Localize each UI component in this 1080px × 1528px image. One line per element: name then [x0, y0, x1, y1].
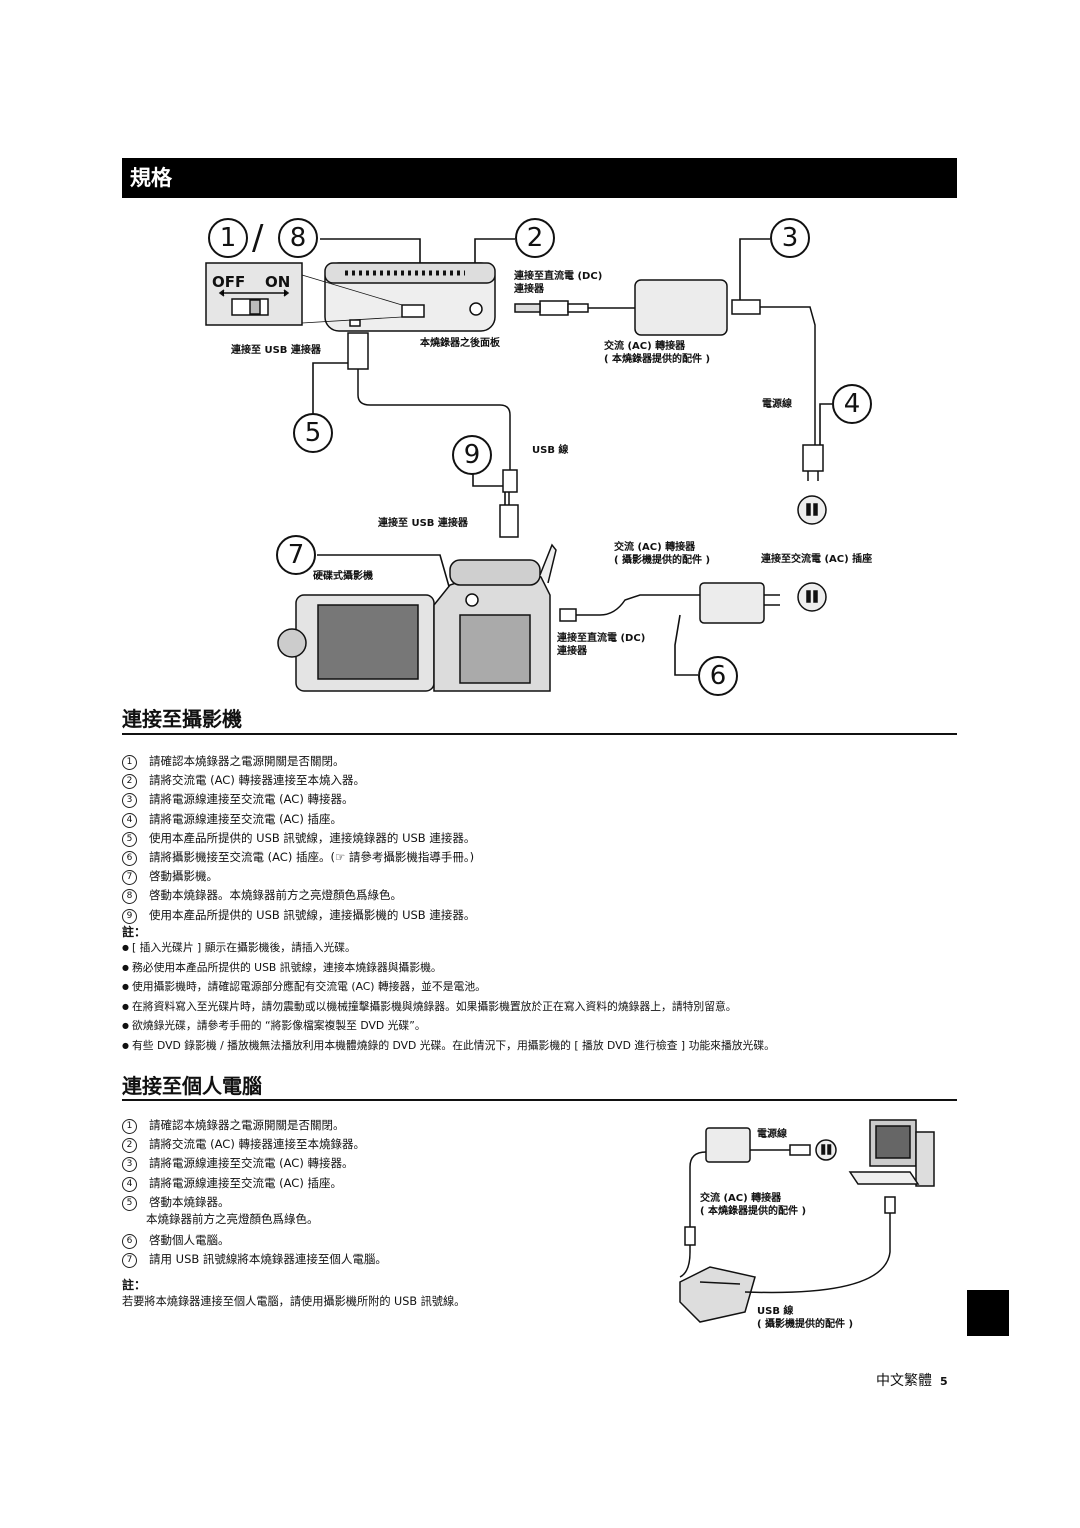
note-item: 務必使用本產品所提供的 USB 訊號線，連接本燒錄器與攝影機。: [122, 959, 775, 979]
note-item: 有些 DVD 錄影機 / 播放機無法播放利用本機體燒錄的 DVD 光碟。在此情況…: [122, 1037, 775, 1057]
switch-on-label: ON: [265, 273, 291, 291]
label-usb-connector-mid: 連接至 USB 連接器: [378, 518, 468, 529]
switch-off-label: OFF: [212, 273, 246, 291]
page-footer: 中文繁體 5: [876, 1372, 948, 1391]
label-ac-outlet: 連接至交流電 (AC) 插座: [761, 554, 873, 565]
marker-slash: /: [252, 218, 264, 258]
pc-label-ac-adapter: 交流 (AC) 轉接器 ( 本燒錄器提供的配件 ): [700, 1193, 807, 1217]
section-title-pc: 連接至個人電腦: [122, 1074, 262, 1098]
camera-notes: [ 插入光碟片 ] 顯示在攝影機後，請插入光碟。 務必使用本產品所提供的 USB…: [122, 939, 775, 1056]
label-dc-connector-top: 連接至直流電 (DC) 連接器: [514, 271, 603, 295]
note-item: 使用攝影機時，請確認電源部分應配有交流電 (AC) 轉接器，並不是電池。: [122, 978, 775, 998]
marker-1: 1: [208, 218, 248, 258]
section-title-camera: 連接至攝影機: [122, 707, 242, 731]
marker-5: 5: [293, 413, 333, 453]
page-side-tab: [967, 1290, 1009, 1336]
label-dc-connector-bottom: 連接至直流電 (DC) 連接器: [557, 633, 646, 657]
label-usb-connector-left: 連接至 USB 連接器: [231, 345, 321, 356]
connection-diagram-camera: [205, 238, 832, 692]
label-power-cord: 電源線: [762, 399, 792, 410]
section-rule-pc: [122, 1099, 957, 1101]
marker-8: 8: [278, 218, 318, 258]
label-camcorder: 硬碟式攝影機: [313, 571, 373, 582]
note-text-pc: 若要將本燒錄器連接至個人電腦，請使用攝影機所附的 USB 訊號線。: [122, 1295, 466, 1308]
label-rear-panel: 本燒錄器之後面板: [420, 338, 500, 349]
note-item: 在將資料寫入至光碟片時，請勿震動或以機械撞擊攝影機與燒錄器。如果攝影機置放於正在…: [122, 998, 775, 1018]
footer-language: 中文繁體: [876, 1373, 932, 1389]
connection-diagram-pc: [679, 1119, 935, 1323]
pc-label-power-cord: 電源線: [757, 1129, 787, 1140]
label-usb-cable: USB 線: [532, 445, 569, 456]
spec-banner: 規格: [122, 158, 957, 198]
marker-7: 7: [276, 535, 316, 575]
page-number: 5: [940, 1375, 948, 1388]
note-label-pc: 註：: [122, 1278, 147, 1292]
label-ac-adapter-camera: 交流 (AC) 轉接器 ( 攝影機提供的配件 ): [614, 542, 711, 566]
section-rule-camera: [122, 733, 957, 735]
marker-2: 2: [515, 218, 555, 258]
label-ac-adapter-burner: 交流 (AC) 轉接器 ( 本燒錄器提供的配件 ): [604, 341, 711, 365]
note-label-camera: 註：: [122, 925, 147, 939]
marker-9: 9: [452, 435, 492, 475]
note-item: 欲燒錄光碟，請參考手冊的 “將影像檔案複製至 DVD 光碟”。: [122, 1017, 775, 1037]
marker-6: 6: [698, 656, 738, 696]
marker-4: 4: [832, 384, 872, 424]
pc-label-usb-cable: USB 線 ( 攝影機提供的配件 ): [757, 1306, 854, 1330]
note-item: [ 插入光碟片 ] 顯示在攝影機後，請插入光碟。: [122, 939, 775, 959]
marker-3: 3: [770, 218, 810, 258]
